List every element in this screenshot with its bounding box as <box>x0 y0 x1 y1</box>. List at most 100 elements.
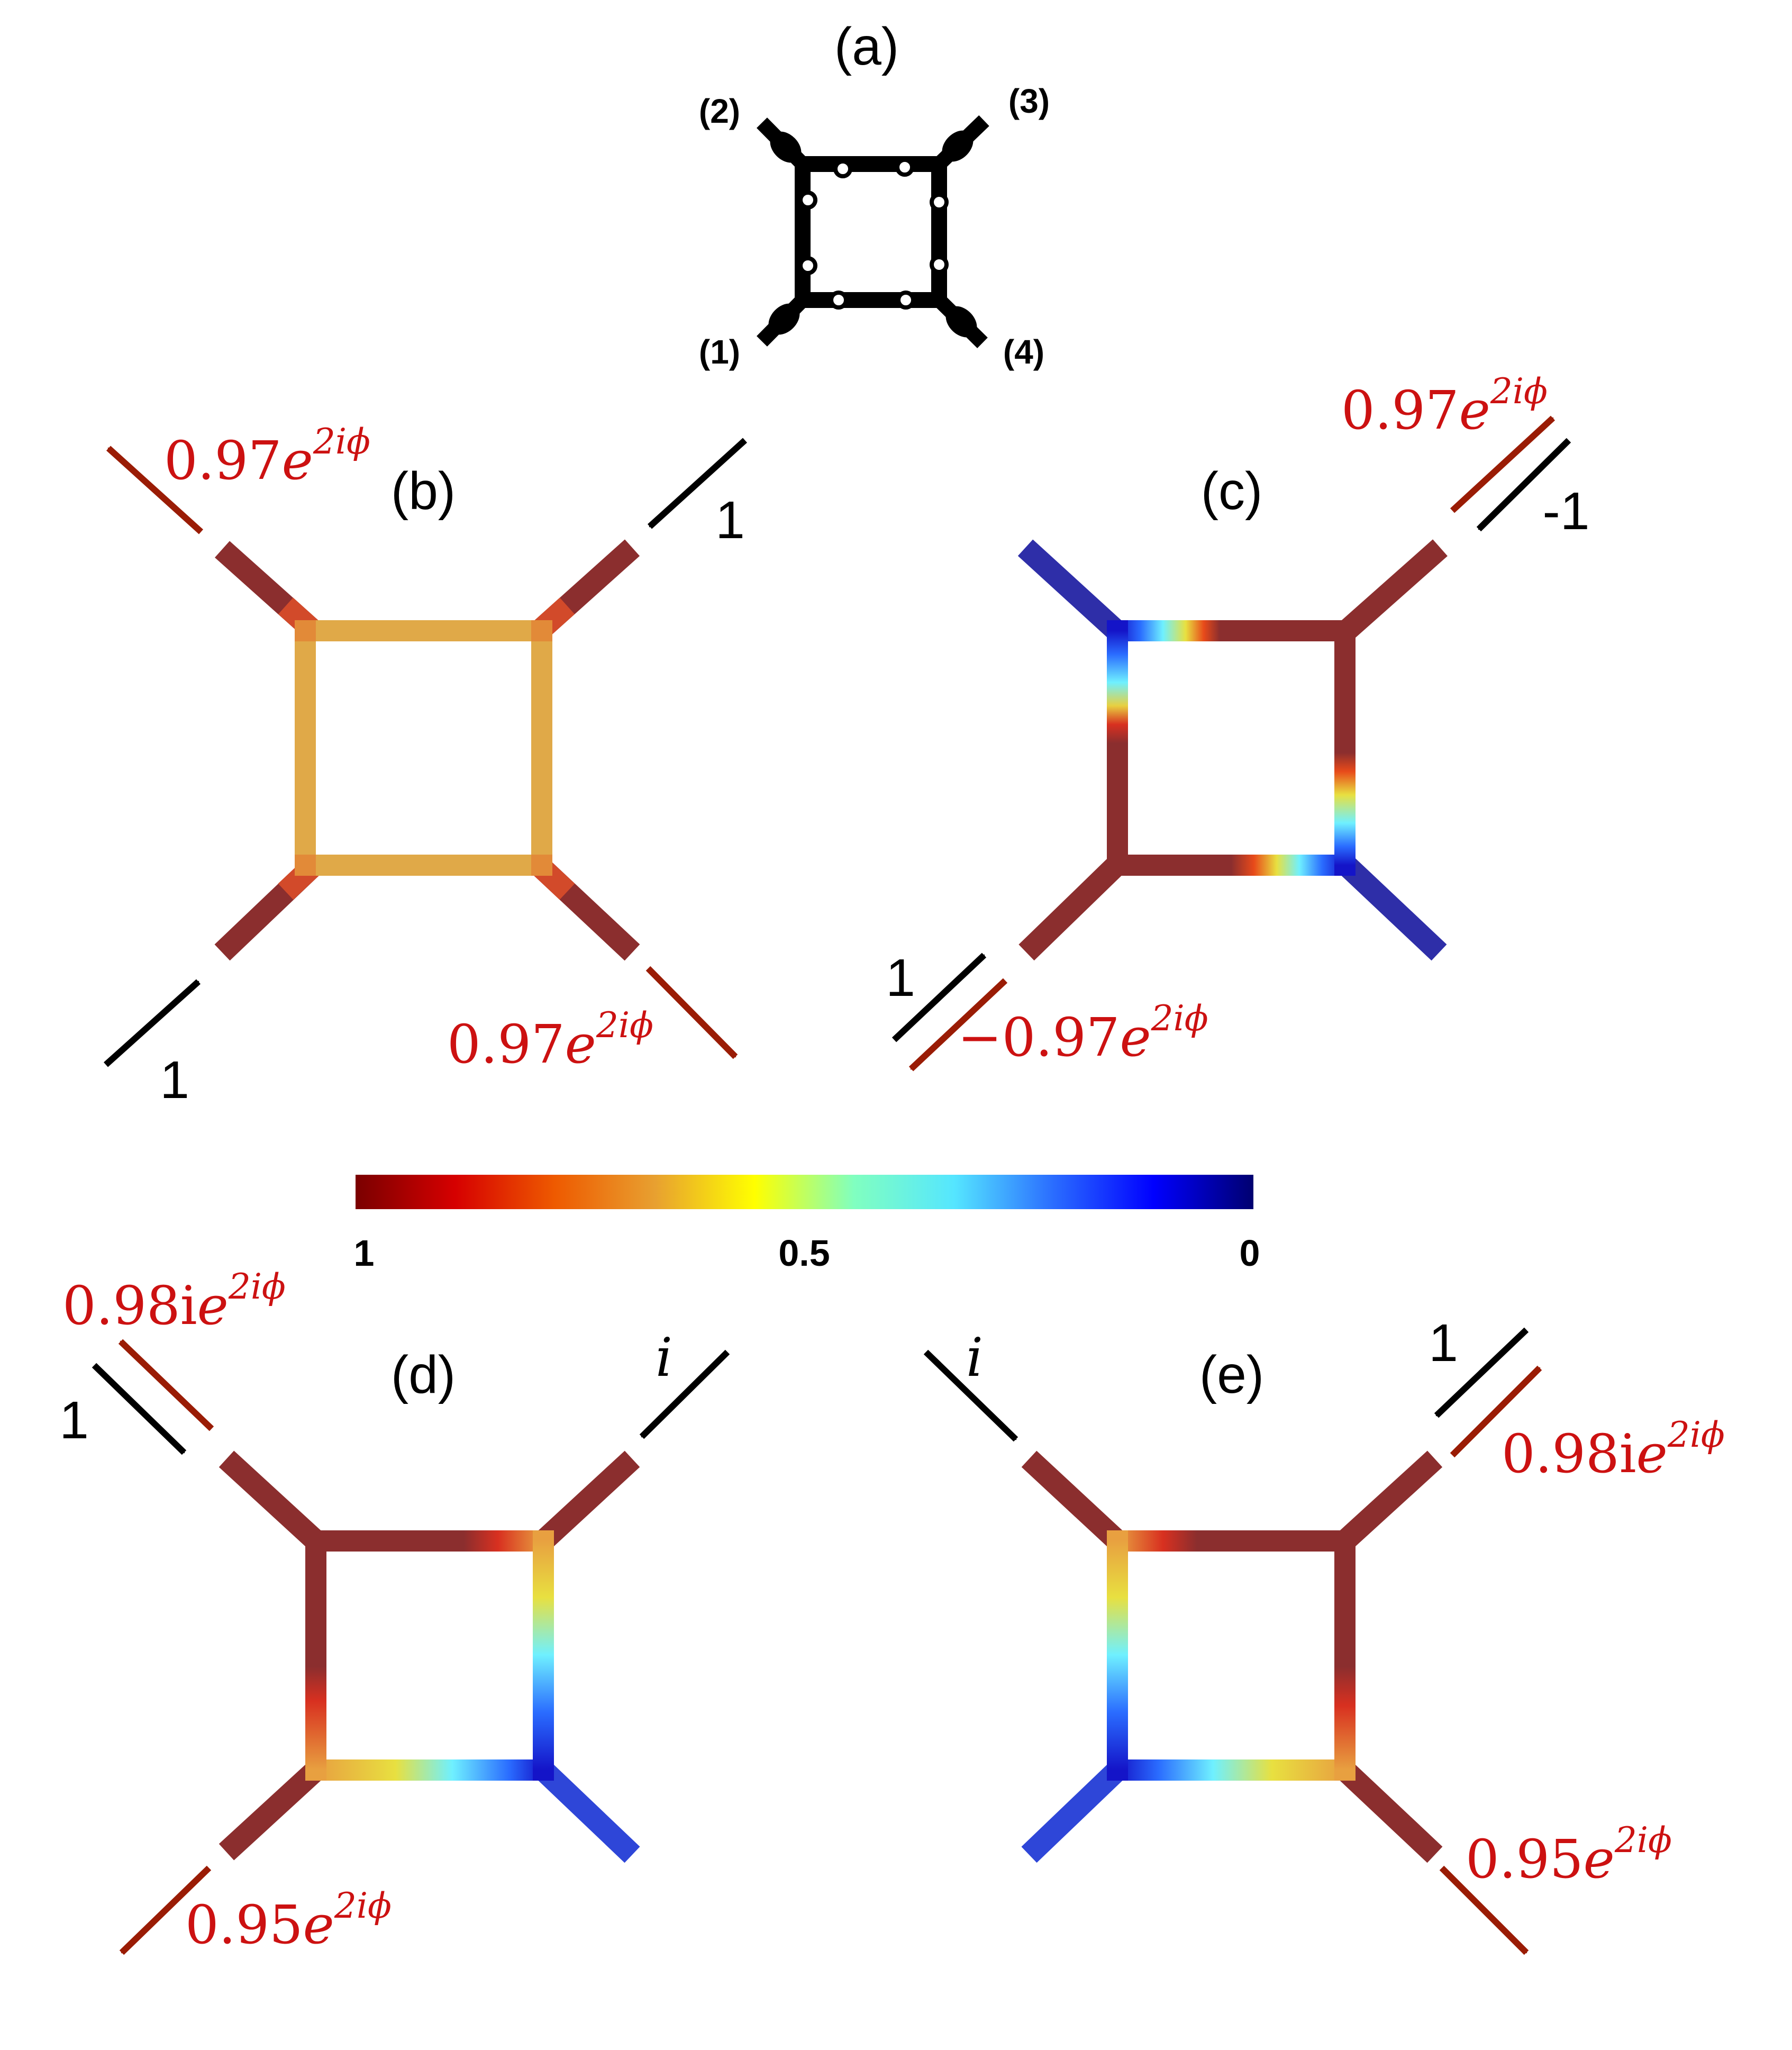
panel-b-ring <box>295 620 552 876</box>
lead-ne <box>1339 539 1448 639</box>
colorbar: 1 0.5 0 <box>354 1175 1260 1274</box>
lead-ne <box>535 1450 640 1549</box>
base: e <box>1120 1006 1151 1068</box>
base: e <box>565 1013 596 1075</box>
node <box>895 158 914 177</box>
panel-e-label: (e) <box>1199 1345 1264 1404</box>
colorbar-tick-left: 1 <box>354 1232 375 1274</box>
panel-e-leads <box>1021 1450 1443 1863</box>
arrow-out-se <box>645 966 738 1059</box>
port-label-1: (1) <box>699 333 740 371</box>
node <box>896 291 915 310</box>
value: 0.97 <box>1341 379 1459 441</box>
panel-d-in-nw-label: 1 <box>59 1391 89 1450</box>
colorbar-bar <box>356 1175 1253 1209</box>
exponent: 2iϕ <box>228 1266 286 1307</box>
panel-b-out-nw-label: 0.97e2iϕ <box>164 421 370 492</box>
value: 0.97 <box>447 1013 565 1075</box>
lead-ne <box>1337 1450 1443 1549</box>
arrow-out-nw <box>118 1339 214 1431</box>
exponent: 2iϕ <box>1151 998 1208 1039</box>
arrow-out-se <box>1439 1865 1529 1955</box>
panel-d-ring <box>305 1530 554 1781</box>
port-label-3: (3) <box>1008 82 1050 120</box>
panel-c-in-sw-label: 1 <box>886 948 915 1008</box>
arrow-in-ne <box>639 1349 730 1439</box>
arrow-out-nw <box>106 446 204 534</box>
panel-c: (c) <box>886 371 1590 1072</box>
panel-d: (d) <box>59 1266 730 1956</box>
lead-nw <box>219 1450 324 1549</box>
lead-nw <box>1021 1450 1125 1549</box>
node <box>930 193 949 212</box>
panel-e-out-se-label: 0.95e2iϕ <box>1466 1820 1672 1890</box>
exponent: 2iϕ <box>1614 1820 1672 1861</box>
panel-d-arrows <box>92 1339 730 1955</box>
arrow-in-ne <box>647 438 748 529</box>
panel-c-label: (c) <box>1201 461 1263 521</box>
value: 0.98i <box>62 1275 197 1337</box>
exponent: 2iϕ <box>596 1005 653 1046</box>
lead-se <box>1337 1762 1443 1863</box>
panel-a-schematic: (a) (2) (3) <box>699 17 1050 371</box>
panel-d-leads <box>219 1450 640 1863</box>
base: e <box>197 1275 229 1337</box>
schematic-square <box>795 156 947 308</box>
panel-e: (e) <box>923 1313 1725 1955</box>
exponent: 2iϕ <box>1667 1414 1725 1455</box>
base: e <box>1636 1423 1668 1485</box>
node <box>930 255 949 274</box>
base: e <box>1584 1828 1615 1890</box>
panel-e-arrows <box>923 1327 1542 1955</box>
panel-d-label: (d) <box>391 1345 456 1404</box>
panel-d-in-ne-label: i <box>656 1327 672 1389</box>
port-dot-3 <box>942 130 974 162</box>
node <box>829 291 848 310</box>
corner <box>531 855 552 876</box>
panel-e-out-ne-label: 0.98ie2iϕ <box>1502 1414 1725 1485</box>
panel-b: (b) 1 1 0.97e2iϕ <box>103 421 748 1110</box>
panel-c-out-ne-label: 0.97e2iϕ <box>1341 371 1548 441</box>
node <box>798 256 817 275</box>
port-dot-1 <box>768 303 800 335</box>
base: e <box>303 1894 334 1956</box>
panel-e-in-nw-label: i <box>966 1327 983 1389</box>
base: e <box>282 430 313 492</box>
panel-b-joint-glow <box>278 597 575 900</box>
lead-sw <box>219 1762 324 1861</box>
arrow-in-nw <box>923 1349 1018 1442</box>
base: e <box>1459 379 1490 441</box>
panel-c-in-ne-label: -1 <box>1543 482 1590 541</box>
panel-c-out-sw-label: −0.97e2iϕ <box>958 998 1208 1068</box>
schematic-nodes <box>798 158 949 310</box>
panel-d-out-nw-label: 0.98ie2iϕ <box>62 1266 286 1337</box>
node <box>833 159 852 178</box>
panel-b-corners <box>295 620 552 876</box>
exponent: 2iϕ <box>1490 371 1548 412</box>
panel-b-in-ne-label: 1 <box>715 491 745 550</box>
port-label-2: (2) <box>699 92 740 130</box>
exponent: 2iϕ <box>313 421 370 462</box>
arrow-out-sw <box>119 1865 212 1955</box>
lead-nw <box>1017 539 1124 639</box>
arrow-in-ne <box>1434 1327 1529 1418</box>
panel-c-leads <box>1017 539 1448 961</box>
schematic-port-dots <box>768 130 977 338</box>
lead-se <box>535 1762 640 1863</box>
panel-b-out-se-label: 0.97e2iϕ <box>447 1005 653 1075</box>
panel-e-in-ne-label: 1 <box>1429 1313 1458 1373</box>
panel-b-in-sw-label: 1 <box>160 1050 189 1110</box>
panel-e-ring <box>1107 1530 1356 1781</box>
arrow-out-ne <box>1450 1365 1542 1458</box>
arrow-in-sw <box>892 953 987 1042</box>
corner <box>295 620 316 641</box>
panel-d-out-sw-label: 0.95e2iϕ <box>185 1885 392 1956</box>
lead-sw <box>1021 1762 1125 1863</box>
arrow-in-ne <box>1476 438 1571 532</box>
corner <box>531 620 552 641</box>
node <box>798 191 817 210</box>
exponent: 2iϕ <box>334 1885 392 1926</box>
lead-sw <box>1018 857 1124 961</box>
colorbar-tick-mid: 0.5 <box>778 1232 830 1274</box>
panel-b-label: (b) <box>391 461 456 521</box>
